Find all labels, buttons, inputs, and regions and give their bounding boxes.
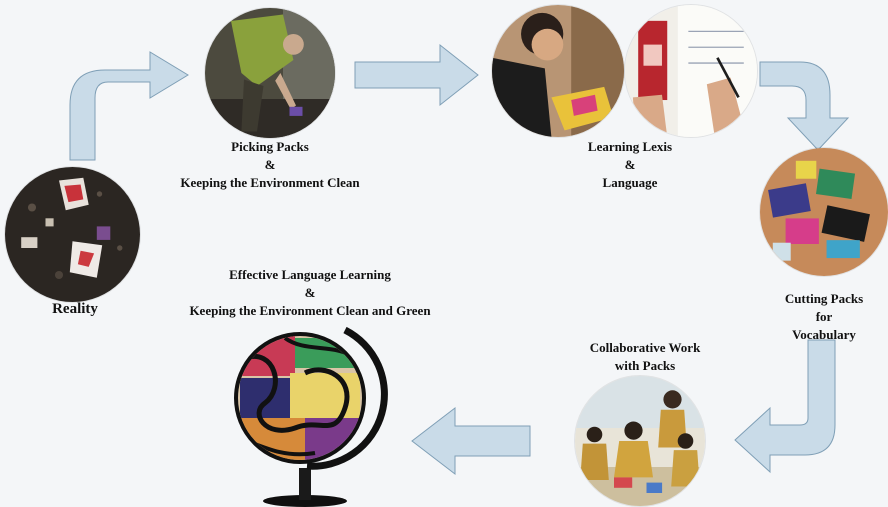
globe-meridian-arc — [306, 326, 388, 470]
picking-label: Picking Packs & Keeping the Environment … — [150, 138, 390, 192]
learning-label-line3: Language — [602, 175, 658, 190]
arrow-left — [411, 406, 531, 476]
picking-label-line1: Picking Packs — [231, 139, 309, 154]
cutting-label-line3: Vocabulary — [792, 327, 856, 342]
bent-arrow-right-down — [759, 61, 850, 151]
picking-label-line2: & — [264, 157, 276, 172]
effective-label-line2: & — [304, 285, 316, 300]
reality-label: Reality — [20, 300, 130, 318]
arrow-right — [354, 43, 479, 107]
collaborative-label-line2: with Packs — [614, 358, 676, 373]
collaborative-label-line1: Collaborative Work — [589, 340, 701, 355]
collaborative-photo — [575, 376, 705, 506]
bent-arrow-up-right — [69, 51, 189, 161]
learning-photo-writing — [625, 5, 757, 137]
picking-photo — [205, 8, 335, 138]
learning-label: Learning Lexis & Language — [540, 138, 720, 192]
globe-illustration — [234, 326, 388, 507]
collaborative-label: Collaborative Work with Packs — [560, 339, 730, 375]
effective-label-line3: Keeping the Environment Clean and Green — [189, 303, 431, 318]
globe-stem — [299, 468, 311, 500]
learning-photo-student — [492, 5, 624, 137]
cutting-label-line2: for — [815, 309, 833, 324]
reality-photo — [5, 167, 140, 302]
reality-label-text: Reality — [52, 301, 98, 317]
bent-arrow-down-left — [734, 339, 836, 474]
globe-base — [263, 495, 347, 507]
cutting-label-line1: Cutting Packs — [784, 291, 864, 306]
learning-label-line2: & — [624, 157, 636, 172]
cutting-label: Cutting Packs for Vocabulary — [760, 290, 888, 344]
cutting-photo — [760, 148, 888, 276]
effective-label: Effective Language Learning & Keeping th… — [160, 266, 460, 320]
picking-label-line3: Keeping the Environment Clean — [180, 175, 360, 190]
effective-label-line1: Effective Language Learning — [229, 267, 391, 282]
learning-label-line1: Learning Lexis — [587, 139, 673, 154]
